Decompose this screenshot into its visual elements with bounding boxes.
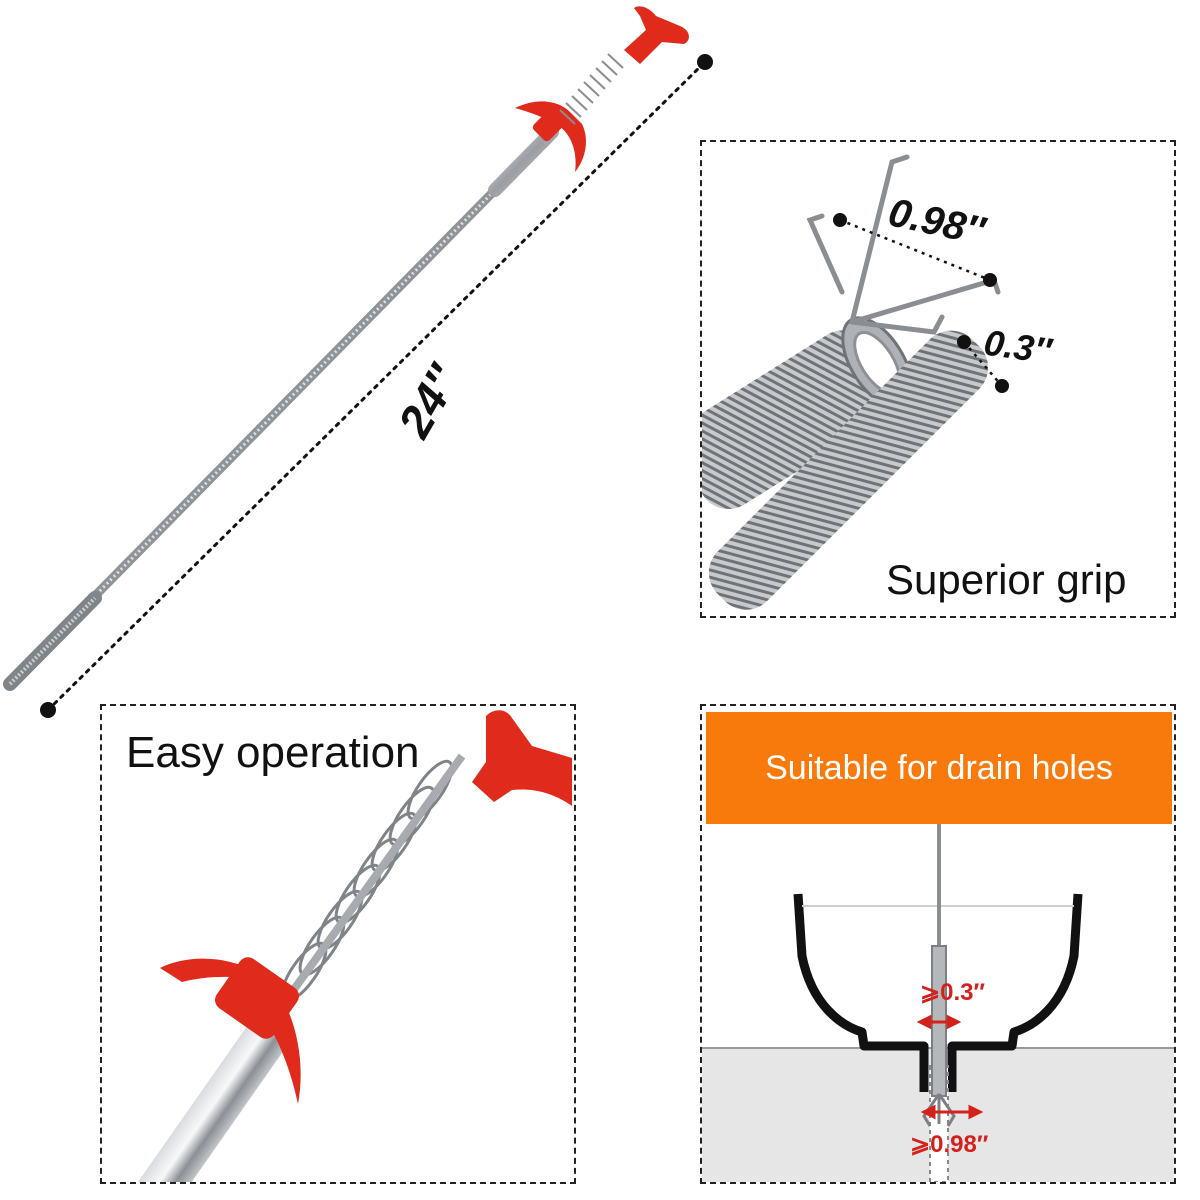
- dimension-endpoint: [40, 702, 56, 718]
- sink-bowl: [793, 893, 1083, 1092]
- min-hole-label: ⩾0.98″: [910, 1131, 989, 1158]
- metal-rod: [110, 1007, 296, 1182]
- drain-claws: [922, 1093, 956, 1127]
- operation-finger-guard: [160, 957, 301, 1104]
- lower-coil: [708, 330, 989, 610]
- main-tool: 24″: [0, 0, 720, 720]
- superior-grip-caption: Superior grip: [886, 556, 1127, 603]
- superior-grip-panel: 0.98″ 0.3″ Superior grip: [700, 140, 1176, 618]
- drain-holes-panel: Suitable for drain holes ⩾0.3″ ⩾: [700, 704, 1176, 1184]
- length-dimension-line: [46, 60, 707, 712]
- rigid-tube: [488, 125, 559, 197]
- spring: [559, 53, 624, 125]
- drain-banner: Suitable for drain holes: [706, 712, 1172, 824]
- min-hole-dimension: [920, 1104, 984, 1120]
- t-handle: [624, 6, 689, 65]
- min-spring-dimension: [916, 1014, 962, 1030]
- min-spring-label: ⩾0.3″: [920, 979, 985, 1006]
- dimension-endpoint: [697, 54, 713, 70]
- easy-operation-panel: Easy operation: [100, 704, 576, 1184]
- easy-operation-caption: Easy operation: [126, 728, 420, 777]
- operation-t-handle: [472, 710, 572, 806]
